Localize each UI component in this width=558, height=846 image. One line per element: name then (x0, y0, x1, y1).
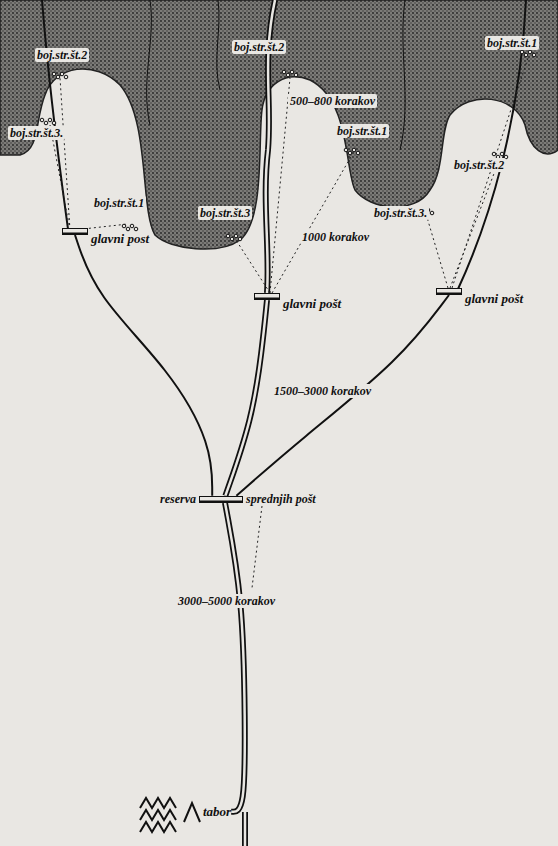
post-label: glavni post (91, 231, 149, 247)
position-label: boj.str.št.2 (452, 158, 506, 172)
camp-node: tabor (203, 804, 231, 820)
soldier-dot (348, 151, 352, 155)
post-label: tabor (203, 804, 231, 820)
main-road-south (245, 812, 246, 846)
soldier-dot (532, 53, 536, 57)
soldier-dot (48, 118, 52, 122)
sight-lines (50, 58, 528, 588)
soldier-dot (294, 73, 298, 77)
soldier-dot (52, 121, 56, 125)
soldier-dot (40, 118, 44, 122)
soldier-dot (60, 72, 64, 76)
distance-label: 500–800 korakov (288, 94, 377, 108)
distance-label: 1500–3000 korakov (272, 384, 373, 398)
soldier-dot (290, 70, 294, 74)
road-inner (225, 503, 245, 812)
soldier-dot (52, 72, 56, 76)
soldier-dot (352, 148, 356, 152)
soldier-dot (122, 224, 126, 228)
soldier-dot (238, 237, 242, 241)
road-line (225, 503, 245, 812)
position-label: boj.str.št.2 (232, 40, 286, 54)
distance-label: 1000 korakov (300, 230, 371, 244)
post-symbol (62, 228, 88, 235)
soldier-dot (528, 50, 532, 54)
soldier-dot (130, 224, 134, 228)
post-label: glavni pošt (283, 296, 341, 312)
road (225, 300, 267, 496)
position-label: boj.str.št.1 (92, 196, 146, 210)
hill-region (0, 0, 558, 249)
soldier-dot (356, 151, 360, 155)
soldier-dot (492, 152, 496, 156)
road (75, 235, 212, 496)
road-line (236, 295, 449, 496)
soldier-dot (344, 148, 348, 152)
road-inner (225, 300, 267, 496)
main-post: glavni post (62, 228, 149, 247)
stream-lines (147, 0, 405, 150)
soldier-dot (56, 75, 60, 79)
road (236, 295, 449, 496)
position-label: boj.str.št.1 (335, 124, 389, 138)
road-line (75, 235, 212, 496)
post-label: reserva (160, 492, 196, 506)
reserve-post: reserva sprednjih pošt (160, 492, 316, 506)
soldier-groups (40, 50, 536, 241)
soldier-dot (524, 53, 528, 57)
distance-label: 3000–5000 korakov (176, 594, 277, 608)
post-label: sprednjih pošt (246, 492, 316, 506)
soldier-dot (126, 227, 130, 231)
soldier-dot (520, 50, 524, 54)
position-label: boj.str.št.2 (35, 48, 89, 62)
soldier-dot (230, 237, 234, 241)
post-symbol (254, 293, 280, 300)
soldier-dot (44, 121, 48, 125)
road (225, 503, 245, 812)
soldier-dot (430, 211, 434, 215)
soldier-dot (234, 234, 238, 238)
soldier-dot (282, 70, 286, 74)
position-label: boj.str.št.3 (198, 206, 252, 220)
soldier-dot (500, 152, 504, 156)
soldier-dot (226, 234, 230, 238)
soldier-dot (286, 73, 290, 77)
post-symbol (436, 288, 462, 295)
camp-symbol (140, 798, 200, 832)
main-post: glavni pošt (436, 288, 523, 307)
post-symbol (199, 496, 243, 503)
position-label: boj.str.št.3. (8, 126, 65, 140)
soldier-dot (134, 227, 138, 231)
soldier-dot (64, 75, 68, 79)
side-roads (42, 0, 526, 289)
position-label: boj.str.št.1 (485, 36, 539, 50)
main-post: glavni pošt (254, 293, 341, 312)
post-label: glavni pošt (465, 291, 523, 307)
road-line (225, 300, 267, 496)
position-label: boj.str.št.3. (372, 206, 429, 220)
